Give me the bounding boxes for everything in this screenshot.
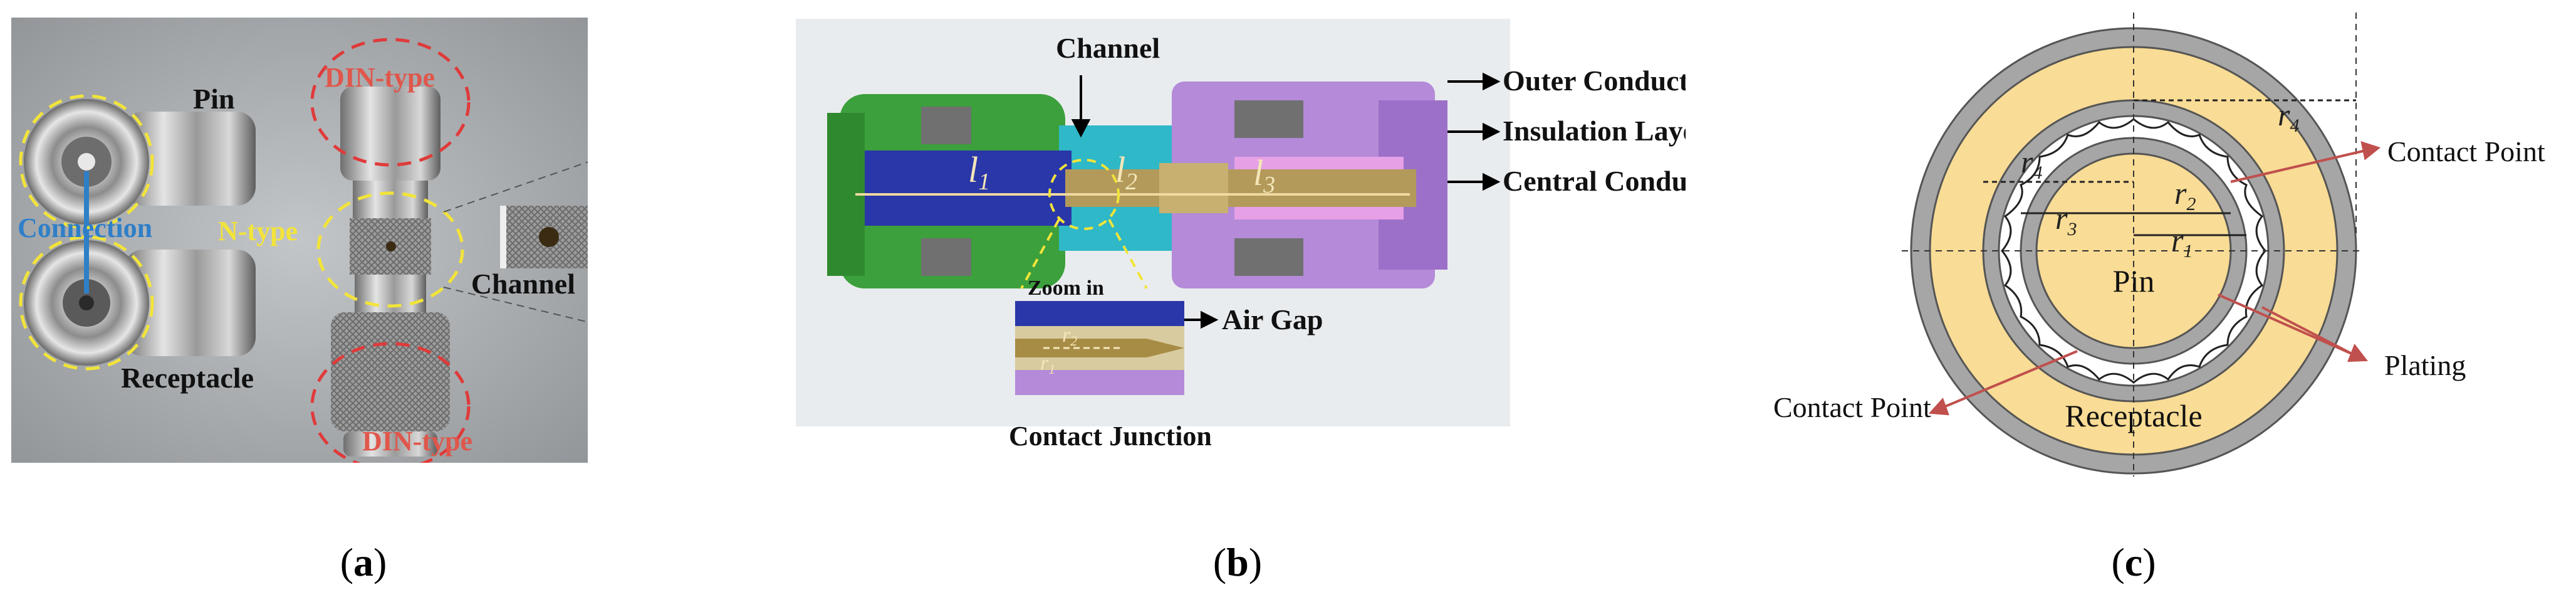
label-l2: l2 <box>1115 149 1137 195</box>
label-r1-inset: r1 <box>1040 352 1055 377</box>
pin-connector <box>24 99 256 224</box>
label-channel: Channel <box>1056 32 1160 64</box>
n-type-highlight <box>316 191 464 308</box>
din-top-highlight <box>310 38 471 167</box>
adapter-body <box>331 87 450 457</box>
caption-a-letter: a <box>353 540 373 584</box>
junction-zoom-circle <box>1048 159 1120 230</box>
label-receptacle: Receptacle <box>2065 398 2202 433</box>
label-r3: r3 <box>2055 201 2077 240</box>
label-insulation-layer: Insulation Layer <box>1503 115 1686 147</box>
photo-background <box>11 18 588 463</box>
label-pin: Pin <box>2113 263 2155 298</box>
label-plating: Plating <box>2384 349 2466 381</box>
caption-c: (c) <box>2111 540 2156 584</box>
label-receptacle: Receptacle <box>121 362 254 394</box>
panel-b-diagram: l1 l2 l3 r2 r1 Channel <box>796 19 1737 451</box>
label-n-type: N-type <box>218 216 298 246</box>
panel-c-diagram: r4 r4 r3 r2 r1 Contact Point Contact Poi… <box>1773 13 2545 477</box>
label-r3-upper: r4 <box>2021 144 2042 183</box>
caption-b-letter: b <box>1226 540 1249 584</box>
label-contact-point-left: Contact Point <box>1773 391 1931 423</box>
label-r2: r2 <box>2174 176 2196 214</box>
connector-cross-section <box>827 82 1447 288</box>
pin-highlight-circle <box>19 94 154 230</box>
label-r1: r1 <box>2171 223 2193 261</box>
panel-a-photo: Pin Connection N-type Receptacle DIN-typ… <box>11 18 626 471</box>
label-l1: l1 <box>968 149 990 195</box>
panel-b: l1 l2 l3 r2 r1 Channel <box>796 13 1737 464</box>
zoom-line-right <box>1108 219 1148 289</box>
channel-inset <box>500 206 588 268</box>
caption-a: (a) <box>340 540 387 584</box>
label-outer-conductor: Outer Conductor <box>1503 65 1686 97</box>
label-zoom-in: Zoom in <box>1028 277 1104 300</box>
label-pin: Pin <box>193 83 234 115</box>
caption-c-letter: c <box>2124 540 2143 584</box>
label-r4: r4 <box>2278 97 2299 136</box>
label-air-gap: Air Gap <box>1222 304 1323 335</box>
zoom-line-left <box>1020 219 1060 289</box>
zoom-line-top <box>443 155 607 213</box>
label-din-bottom: DIN-type <box>362 426 472 457</box>
panel-c: r4 r4 r3 r2 r1 Contact Point Contact Poi… <box>1767 0 2575 477</box>
label-contact-point-right: Contact Point <box>2387 135 2545 167</box>
radius-dimensions <box>1983 99 2356 236</box>
label-connection: Connection <box>18 213 152 243</box>
label-channel-inset: Channel <box>471 268 575 300</box>
caption-b: (b) <box>1212 540 1263 584</box>
red-arrows <box>1928 141 2381 416</box>
panel-a: Pin Connection N-type Receptacle DIN-typ… <box>11 18 626 471</box>
contact-junction-inset <box>1015 301 1184 395</box>
label-contact-junction: Contact Junction <box>1009 421 1212 451</box>
label-r2-inset: r2 <box>1062 324 1077 349</box>
din-bottom-highlight <box>310 342 471 471</box>
label-arrows <box>1071 72 1501 329</box>
wavy-plating-outer <box>2001 118 2266 384</box>
receptacle-highlight-circle <box>19 235 154 371</box>
label-central-conductor: Central Conductor <box>1503 165 1686 197</box>
receptacle-connector <box>24 240 256 366</box>
label-l3: l3 <box>1253 152 1275 198</box>
label-din-top: DIN-type <box>325 62 435 93</box>
